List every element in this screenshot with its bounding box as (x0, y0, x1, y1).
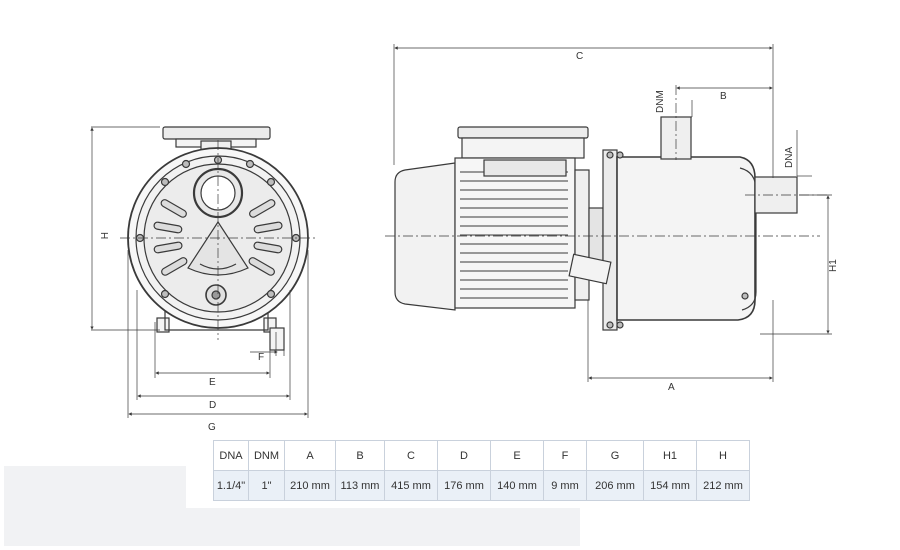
dim-label-e: E (209, 377, 216, 388)
dim-label-g: G (208, 422, 216, 433)
dim-label-f: F (258, 352, 264, 363)
dim-label-a: A (668, 382, 675, 393)
dim-label-h1: H1 (828, 259, 839, 272)
pump-side-view (394, 116, 798, 331)
table-header-cell: D (437, 440, 491, 471)
table-header-cell: A (284, 440, 336, 471)
table-cell: 9 mm (543, 470, 587, 501)
table-header-cell: B (335, 440, 385, 471)
dim-label-dna: DNA (784, 147, 795, 168)
table-cell: 212 mm (696, 470, 750, 501)
dim-label-d: D (209, 400, 216, 411)
table-row: 1.1/4" 1" 210 mm 113 mm 415 mm 176 mm 14… (213, 470, 750, 501)
dim-label-dnm: DNM (655, 90, 666, 113)
table-cell: 1" (248, 470, 285, 501)
table-cell: 210 mm (284, 470, 336, 501)
table-header-cell: DNA (213, 440, 249, 471)
table-header-cell: H1 (643, 440, 697, 471)
dim-label-c: C (576, 51, 583, 62)
dim-label-b: B (720, 91, 727, 102)
table-header-cell: G (586, 440, 644, 471)
dimensions-table: DNA DNM A B C D E F G H1 H 1.1/4" 1" 210… (213, 440, 750, 501)
background-band-left (4, 466, 186, 546)
table-header-cell: H (696, 440, 750, 471)
table-cell: 140 mm (490, 470, 544, 501)
table-header-cell: E (490, 440, 544, 471)
side-view-dimension-lines (385, 44, 832, 382)
table-cell: 415 mm (384, 470, 438, 501)
table-cell: 206 mm (586, 470, 644, 501)
front-view-dimension-lines (90, 126, 318, 418)
table-header-cell: C (384, 440, 438, 471)
table-cell: 1.1/4" (213, 470, 249, 501)
table-header-cell: F (543, 440, 587, 471)
background-band-bottom (186, 508, 580, 546)
dim-label-h: H (98, 232, 109, 239)
table-cell: 176 mm (437, 470, 491, 501)
table-header-row: DNA DNM A B C D E F G H1 H (213, 440, 750, 471)
table-cell: 113 mm (335, 470, 385, 501)
table-header-cell: DNM (248, 440, 285, 471)
pump-technical-drawing: H F E D G (90, 44, 839, 433)
table-cell: 154 mm (643, 470, 697, 501)
